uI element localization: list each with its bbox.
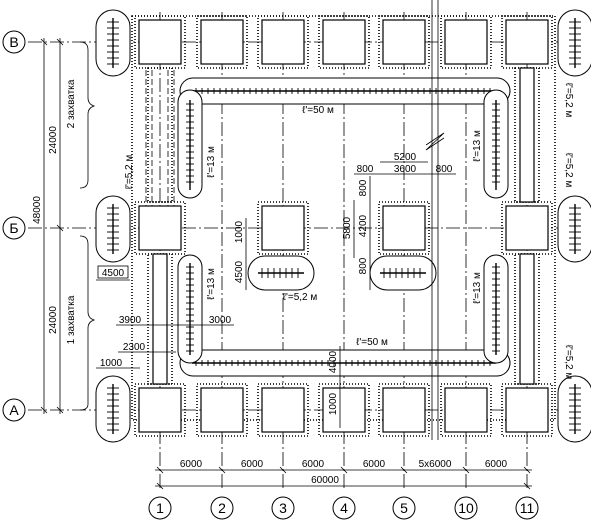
label-right-upper: ℓ'=13 м: [472, 130, 483, 162]
dim-4200: 4200: [358, 214, 369, 237]
dim-1000-bottom: 1000: [328, 392, 339, 415]
row-axis-markers: В Б А: [2, 30, 26, 422]
dim-4500-mid: 4500: [234, 260, 245, 283]
pit: [378, 383, 430, 437]
label-left-lower: ℓ'=13 м: [206, 268, 217, 300]
dim-4500-left: 4500: [102, 268, 125, 279]
label-right-short-b: ℓ'=5,2 м: [563, 153, 574, 188]
dim-1000-mid: 1000: [234, 220, 245, 243]
excavation-boundary: [131, 15, 556, 421]
inner-dimensions: 4500 3900 3000 2300 1000 1000 4500 5200 …: [96, 152, 456, 428]
break-line: [425, 0, 445, 440]
pit: [440, 15, 492, 69]
left-dimension-chain: 24000 24000 48000 2 захватка 1 захватка: [32, 38, 96, 414]
pit: [440, 383, 492, 437]
axis-label-5: 5: [400, 500, 408, 516]
pit: [257, 15, 309, 69]
dim-span-6: 6000: [485, 459, 508, 470]
dim-left-total: 48000: [32, 196, 43, 224]
label-bottom-track: ℓ'=50 м: [356, 337, 388, 348]
pit: [501, 201, 553, 255]
pit: [501, 383, 553, 437]
bottom-dimension-chain: 6000 6000 6000 6000 5x6000 6000 60000: [155, 459, 532, 490]
column-axis-markers: 1 2 3 4 5 10 11: [148, 496, 539, 520]
dim-span-1: 6000: [180, 459, 203, 470]
label-mid-short: ℓ'=5,2 м: [283, 292, 318, 303]
axis-label-10: 10: [458, 500, 474, 516]
dim-3900: 3900: [119, 315, 142, 326]
pit: [318, 383, 370, 437]
label-left-short: ℓ'=5,2 м: [124, 155, 135, 190]
axis-label-11: 11: [520, 500, 535, 516]
pit: [378, 15, 430, 69]
pit: [134, 15, 186, 69]
label-top-track: ℓ'=50 м: [302, 105, 334, 116]
crane-tracks: [95, 9, 591, 443]
dim-span-3: 6000: [302, 459, 325, 470]
axis-label-v: В: [9, 34, 18, 50]
label-left-upper: ℓ'=13 м: [206, 146, 217, 178]
dim-3600: 3600: [394, 164, 417, 175]
dim-5200: 5200: [394, 152, 417, 163]
dim-3000: 3000: [209, 315, 232, 326]
axis-label-b: Б: [9, 220, 18, 236]
dim-4000: 4000: [328, 350, 339, 373]
zone-label-lower: 1 захватка: [66, 295, 77, 344]
dim-left-lower: 24000: [48, 306, 59, 334]
dim-800-v2: 800: [358, 257, 369, 274]
label-right-short-a: ℓ'=5,2 м: [563, 83, 574, 118]
dim-span-5: 5x6000: [419, 459, 452, 470]
axis-label-4: 4: [340, 500, 348, 516]
pit: [134, 201, 186, 255]
axis-label-a: А: [9, 402, 19, 418]
dim-5800: 5800: [342, 216, 353, 239]
dim-total: 60000: [311, 475, 339, 486]
dim-800-v1: 800: [358, 179, 369, 196]
zone-label-upper: 2 захватка: [66, 79, 77, 128]
dim-span-4: 6000: [363, 459, 386, 470]
axis-label-1: 1: [156, 500, 164, 516]
pit: [134, 383, 186, 437]
axis-label-3: 3: [279, 500, 287, 516]
pit: [257, 383, 309, 437]
pit: [257, 201, 309, 255]
crane-reach-labels: ℓ'=50 м ℓ'=50 м ℓ'=13 м ℓ'=13 м ℓ'=13 м …: [124, 83, 574, 380]
dim-800-b: 800: [436, 164, 453, 175]
axis-label-2: 2: [218, 500, 226, 516]
dim-left-upper: 24000: [48, 126, 59, 154]
pit: [318, 15, 370, 69]
pit: [378, 201, 430, 255]
label-right-lower: ℓ'=13 м: [472, 272, 483, 304]
pit: [196, 383, 248, 437]
label-right-short-c: ℓ'=5,2 м: [563, 345, 574, 380]
pit: [501, 15, 553, 69]
dim-span-2: 6000: [241, 459, 264, 470]
dim-1000-left: 1000: [100, 358, 123, 369]
dim-2300: 2300: [123, 342, 146, 353]
foundation-pits: [134, 15, 553, 437]
pit: [196, 15, 248, 69]
dim-800-a: 800: [357, 164, 374, 175]
